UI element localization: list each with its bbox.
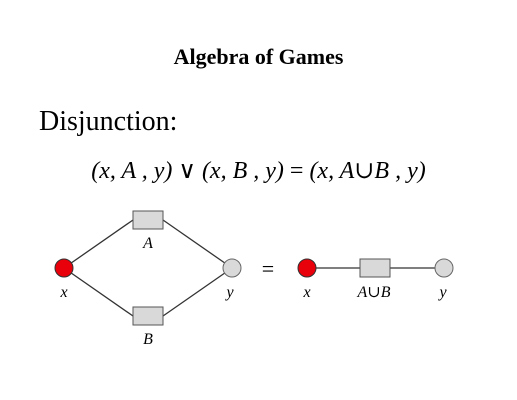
game-box-a	[132, 210, 164, 230]
formula-lhs-b: (x, B , y)	[201, 158, 284, 184]
edge-b-to-y	[162, 267, 233, 317]
game-box-a-union-b	[359, 258, 391, 278]
label-x: x	[59, 284, 67, 301]
edge-a-to-y	[162, 219, 233, 269]
edge-x-to-a	[63, 219, 134, 269]
game-box-b	[132, 306, 164, 326]
label-x-right: x	[302, 284, 310, 301]
label-y: y	[224, 284, 234, 301]
diagram-equals-sign: =	[262, 256, 274, 281]
formula-lhs-a: (x, A , y)	[91, 158, 173, 184]
label-b: B	[143, 331, 153, 348]
formula-equals: =	[289, 158, 304, 184]
formula-or-symbol: ∨	[178, 158, 196, 184]
label-a: A	[142, 235, 153, 252]
union-game-graph: x A∪B y	[297, 258, 454, 301]
edge-x-to-b	[63, 267, 134, 317]
start-node-x-right	[297, 258, 317, 278]
start-node-x	[54, 258, 74, 278]
section-heading: Disjunction:	[39, 106, 178, 137]
disjunction-formula: (x, A , y) ∨ (x, B , y) = (x, A∪B , y)	[0, 156, 517, 185]
end-node-y-right	[434, 258, 454, 278]
parallel-game-graph: A B x y	[54, 210, 242, 348]
slide-title: Algebra of Games	[173, 44, 344, 69]
label-a-union-b: A∪B	[357, 284, 391, 301]
formula-rhs: (x, A∪B , y)	[309, 158, 426, 184]
end-node-y	[222, 258, 242, 278]
label-y-right: y	[437, 284, 447, 301]
